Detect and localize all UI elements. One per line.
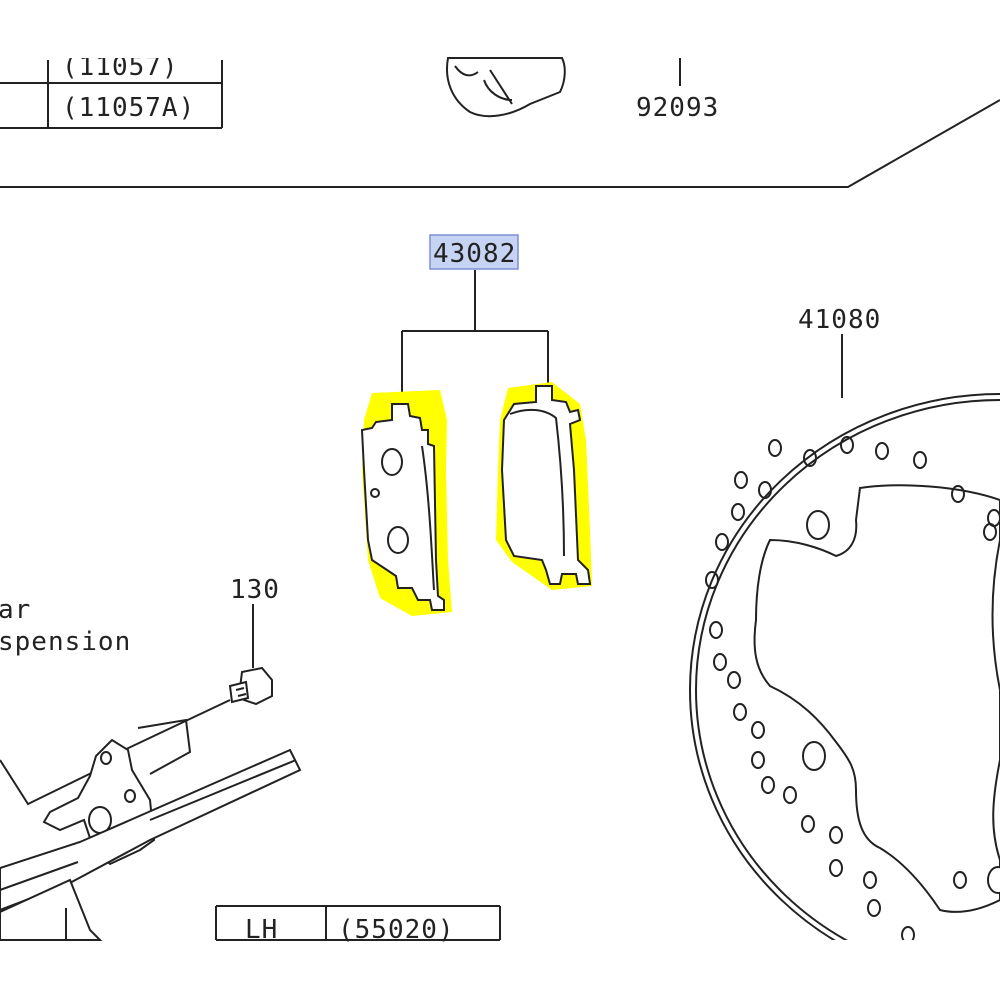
text-suspension: spension: [0, 627, 131, 657]
mounting-hole: [987, 866, 1000, 894]
disc-holes: [705, 436, 1000, 940]
leader-bracket-43082: [401, 270, 549, 400]
top-table-row2-value: (11057A): [62, 93, 195, 123]
clip-part-92093: [446, 57, 681, 118]
label-92093[interactable]: 92093: [636, 93, 719, 123]
label-130[interactable]: 130: [230, 575, 280, 605]
bottom-margin: [0, 943, 1000, 1000]
top-table-row1-value: (11057): [62, 52, 179, 82]
brake-pad-right[interactable]: [496, 382, 592, 590]
bottom-table: LH (55020): [215, 905, 501, 945]
bottom-table-value: (55020): [338, 915, 455, 945]
brake-disc[interactable]: [689, 393, 1000, 986]
section-boundary-line: [0, 99, 1000, 188]
label-43082-selection: [429, 234, 519, 270]
caliper-bracket[interactable]: [0, 699, 302, 941]
label-41080[interactable]: 41080: [798, 305, 881, 335]
bottom-table-side: LH: [245, 915, 278, 945]
bolt-130[interactable]: [228, 666, 273, 706]
mounting-hole: [806, 510, 830, 540]
mounting-hole: [802, 741, 826, 771]
top-left-table: (11057) (11057A): [0, 52, 223, 129]
label-43082[interactable]: 43082: [433, 239, 516, 269]
brake-pad-left[interactable]: [360, 390, 452, 616]
text-rear: ar: [0, 595, 31, 625]
